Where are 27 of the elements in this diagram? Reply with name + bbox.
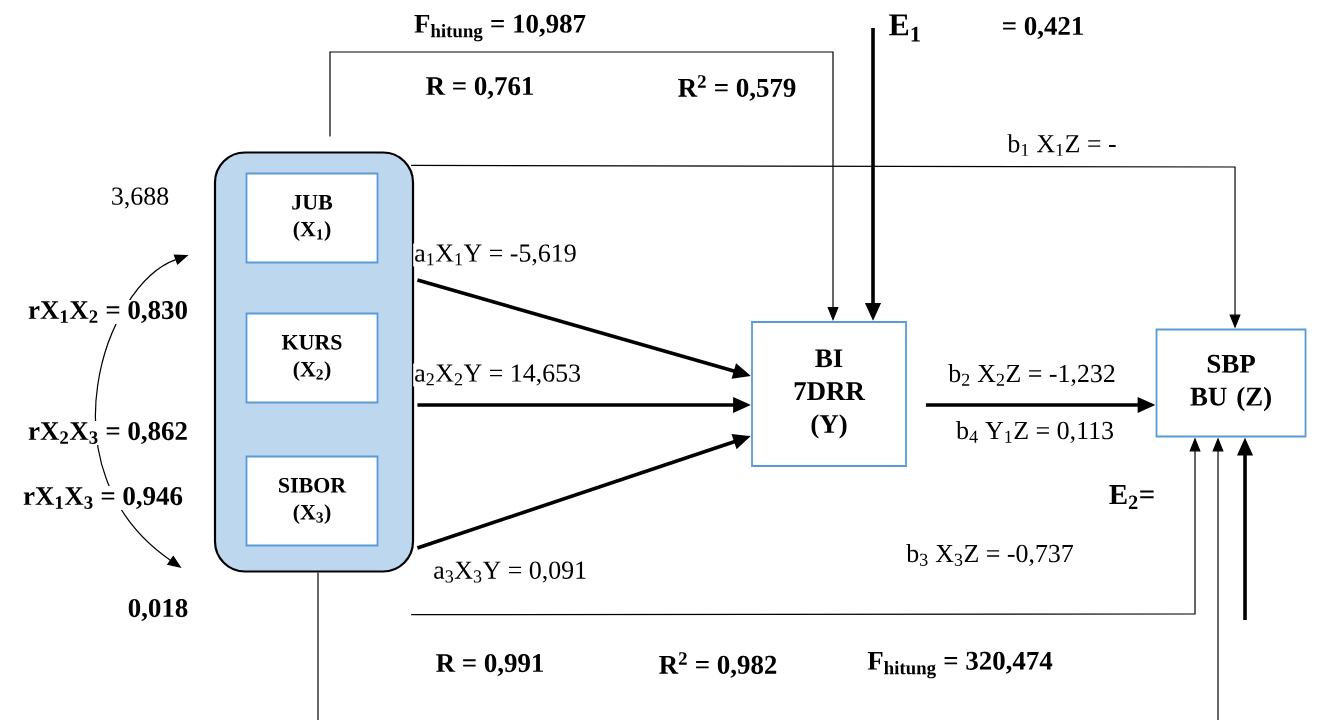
connector-line — [317, 572, 319, 720]
edge-label: b$_{2}$ X$_{2}$Z = -1,232 — [947, 363, 1117, 387]
statistic-label: = 0,421 — [1000, 15, 1086, 40]
correlation-label: rX$_{1}$X$_{3}$ = 0,946 — [22, 486, 184, 511]
statistic-label: R$^{2}$ = 0,579 — [676, 74, 798, 102]
correlation-label: rX$_{2}$X$_{3}$ = 0,862 — [27, 421, 189, 446]
statistic-label: R = 0,761 — [424, 75, 536, 100]
statistic-label: F$_{hitung}$ = 320,474 — [866, 650, 1054, 680]
edge-label: b$_{1}$ X$_{1}$Z = - — [1006, 133, 1118, 157]
value-label: 3,688 — [109, 186, 171, 210]
coefficient-label: b$_{4}$ Y$_{1}$Z = 0,113 — [955, 420, 1115, 444]
statistic-label: R$^{2}$ = 0,982 — [657, 651, 779, 679]
variable-box: KURS (X$_{2}$) — [245, 312, 379, 404]
correlation-label: rX$_{1}$X$_{2}$ = 0,830 — [27, 300, 189, 325]
edge-label: a$_{2}$X$_{2}$Y = 14,653 — [413, 363, 583, 387]
error-label: E$_{1}$ — [887, 13, 923, 43]
variable-box: JUB (X$_{1}$) — [245, 172, 379, 264]
edge-label: b$_{3}$ X$_{3}$Z = -0,737 — [905, 543, 1075, 567]
variable-box: BI 7DRR (Y) — [751, 321, 907, 467]
error-label: E$_{2}$= — [1107, 484, 1157, 510]
edge-label: a$_{3}$X$_{3}$Y = 0,091 — [432, 560, 589, 584]
value-label: 0,018 — [126, 598, 190, 623]
variable-box: SBP BU (Z) — [1155, 328, 1307, 438]
statistic-label: F$_{hitung}$ = 10,987 — [413, 13, 587, 43]
edge-label: a$_{1}$X$_{1}$Y = -5,619 — [413, 243, 578, 267]
statistic-label: R = 0,991 — [434, 653, 546, 678]
variable-box: SIBOR (X$_{3}$) — [245, 455, 379, 547]
